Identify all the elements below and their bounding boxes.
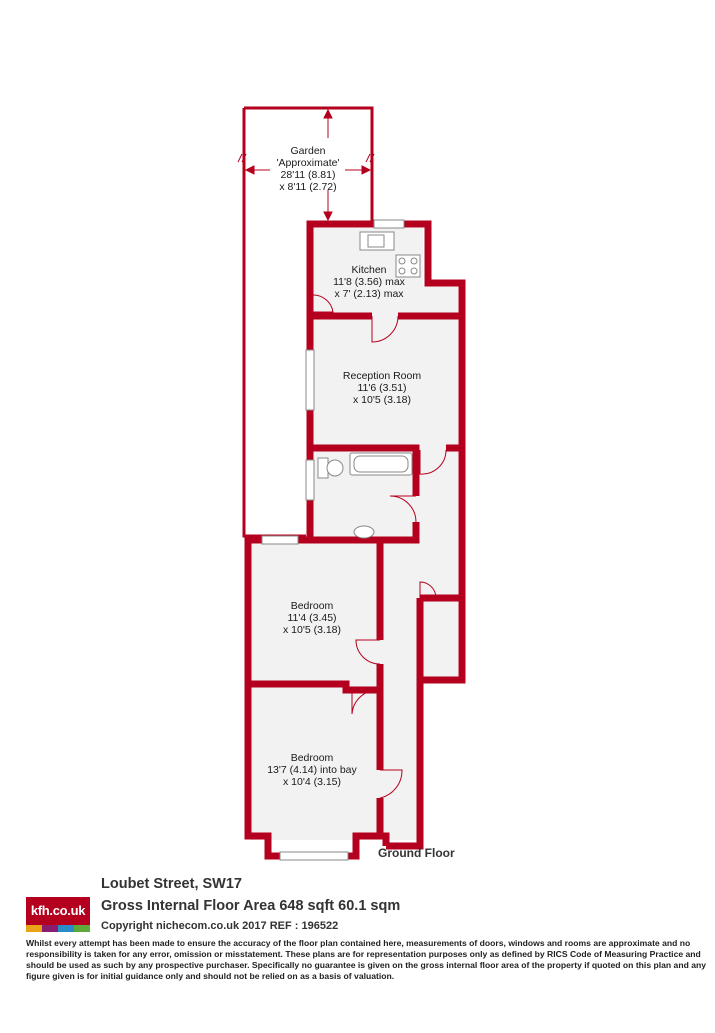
disclaimer: Whilst every attempt has been made to en… xyxy=(26,938,707,981)
logo-text: kfh.co.uk xyxy=(26,897,90,925)
kfh-logo: kfh.co.uk xyxy=(26,897,90,933)
property-address: Loubet Street, SW17 xyxy=(101,876,242,892)
reception-dim1: 11'6 (3.51) xyxy=(357,382,406,394)
gross-internal-area: Gross Internal Floor Area 648 sqft 60.1 … xyxy=(101,898,401,914)
garden-dim1: 28'11 (8.81) xyxy=(281,169,336,181)
kitchen-dim1: 11'8 (3.56) max xyxy=(333,276,406,288)
floor-plan-diagram: Garden 'Approximate' 28'11 (8.81) x 8'11… xyxy=(237,106,466,861)
doors xyxy=(312,294,447,799)
copyright-ref: Copyright nichecom.co.uk 2017 REF : 1965… xyxy=(101,920,339,932)
garden-name: Garden xyxy=(290,145,325,157)
reception-name: Reception Room xyxy=(343,370,421,382)
kitchen-fixtures xyxy=(359,231,421,278)
bedroom1-dim2: x 10'5 (3.18) xyxy=(283,624,341,636)
floor-label: Ground Floor xyxy=(378,846,455,860)
garden-note: 'Approximate' xyxy=(277,157,340,169)
room-labels: Garden 'Approximate' 28'11 (8.81) x 8'11… xyxy=(267,145,421,788)
logo-stripes xyxy=(26,925,90,932)
bathroom-fixtures xyxy=(317,452,413,539)
bedroom1-name: Bedroom xyxy=(291,600,334,612)
bedroom2-dim2: x 10'4 (3.15) xyxy=(283,776,341,788)
interior-floor xyxy=(250,228,458,840)
bedroom1-dim1: 11'4 (3.45) xyxy=(287,612,336,624)
reception-dim2: x 10'5 (3.18) xyxy=(353,394,411,406)
kitchen-name: Kitchen xyxy=(351,264,386,276)
bedroom2-dim1: 13'7 (4.14) into bay xyxy=(267,764,357,776)
bedroom2-name: Bedroom xyxy=(291,752,334,764)
kitchen-dim2: x 7' (2.13) max xyxy=(334,288,404,300)
garden-dim2: x 8'11 (2.72) xyxy=(279,181,336,193)
garden-dimension-arrows xyxy=(237,108,375,222)
windows xyxy=(261,219,405,861)
